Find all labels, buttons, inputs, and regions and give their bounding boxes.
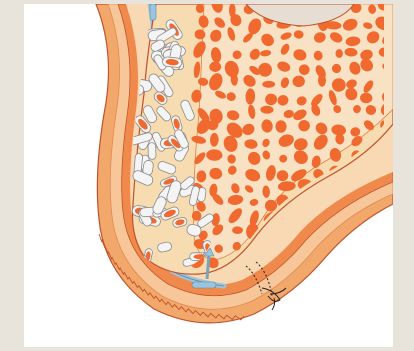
marrow-space <box>363 258 380 272</box>
marrow-space <box>348 242 363 253</box>
marrow-space <box>358 238 376 250</box>
marrow-space <box>332 258 344 271</box>
marrow-space <box>342 252 359 268</box>
marrow-space <box>377 211 390 224</box>
fixation-pin-icon <box>192 282 216 288</box>
marrow-space <box>366 228 380 243</box>
marrow-space <box>262 81 275 88</box>
graft-particle <box>148 142 156 159</box>
marrow-space <box>382 225 393 241</box>
graft-particle <box>162 57 182 68</box>
marrow-space <box>378 257 393 270</box>
illustration-frame <box>24 4 393 347</box>
membrane-tack-top <box>150 4 156 20</box>
bone-graft-cross-section <box>24 4 393 347</box>
marrow-space <box>379 243 390 258</box>
